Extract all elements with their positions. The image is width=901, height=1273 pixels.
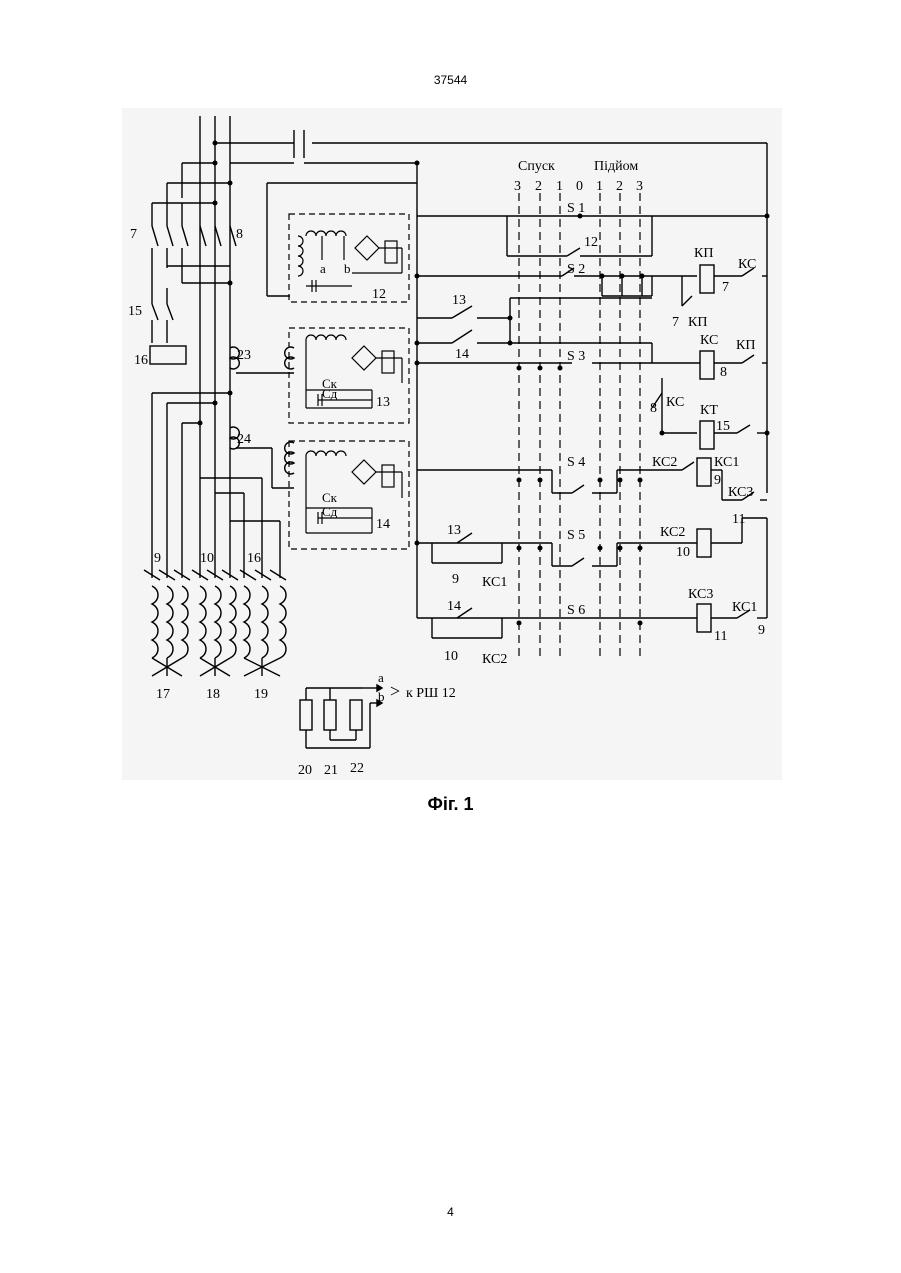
- regulator-part: Сд: [322, 504, 338, 519]
- position-label: 1: [596, 179, 603, 194]
- relay-label: 7: [672, 315, 679, 330]
- left-label: 24: [237, 432, 251, 447]
- contact-label: КС1: [482, 575, 507, 590]
- relay-label: КС: [700, 333, 718, 348]
- switch-label: S 4: [567, 455, 585, 470]
- contact-label: 9: [452, 572, 459, 587]
- left-label: 7: [130, 227, 137, 242]
- relay-label: 11: [732, 512, 745, 527]
- relay-label: 9: [714, 473, 721, 488]
- relay-label: 15: [716, 419, 730, 434]
- relay-label: КС3: [688, 587, 713, 602]
- position-label: 3: [636, 179, 643, 194]
- regulator-label: 14: [376, 517, 390, 532]
- left-label: 15: [128, 304, 142, 319]
- position-label: 2: [616, 179, 623, 194]
- position-label: 1: [556, 179, 563, 194]
- relay-label: 8: [720, 365, 727, 380]
- contact-label: 12: [584, 235, 598, 250]
- relay-label: КТ: [700, 403, 718, 418]
- brace-mark: >: [390, 681, 400, 701]
- resistor-out-a: a: [378, 670, 384, 685]
- regulator-part: Ск: [322, 490, 338, 505]
- motor-label: 18: [206, 687, 220, 702]
- contact-label: 13: [452, 293, 466, 308]
- circuit-schematic: Спуск Підйом 3 2 1 0 1 2 3 S 1 S 2 S 3 S…: [122, 108, 782, 780]
- position-label: 3: [514, 179, 521, 194]
- relay-label: 8: [650, 401, 657, 416]
- relay-label: КС3: [728, 485, 753, 500]
- switch-label: S 2: [567, 262, 585, 277]
- page-number: 4: [0, 1205, 901, 1219]
- regulator-label: 12: [372, 287, 386, 302]
- relay-label: КС2: [660, 525, 685, 540]
- resistor-out-b: b: [378, 689, 385, 704]
- relay-label: 10: [676, 545, 690, 560]
- regulator-part: b: [344, 261, 351, 276]
- relay-label: КС: [738, 257, 756, 272]
- resistor-label: 21: [324, 763, 338, 778]
- label-down: Спуск: [518, 159, 555, 174]
- relay-label: 11: [714, 629, 727, 644]
- relay-label: 9: [758, 623, 765, 638]
- regulator-part: a: [320, 261, 326, 276]
- regulator-part: Сд: [322, 386, 338, 401]
- relay-label: КП: [736, 338, 755, 353]
- document-number: 37544: [0, 73, 901, 87]
- left-label: 9: [154, 551, 161, 566]
- left-label: 23: [237, 348, 251, 363]
- resistor-target: к РШ 12: [406, 686, 456, 701]
- figure-caption: Фіг. 1: [0, 794, 901, 815]
- relay-label: КС2: [652, 455, 677, 470]
- switch-label: S 6: [567, 603, 585, 618]
- motor-label: 17: [156, 687, 170, 702]
- left-label: 16: [134, 353, 148, 368]
- position-label: 0: [576, 179, 583, 194]
- label-up: Підйом: [594, 159, 638, 174]
- relay-label: КС1: [714, 455, 739, 470]
- switch-label: S 3: [567, 349, 585, 364]
- left-label: 8: [236, 227, 243, 242]
- contact-label: 13: [447, 523, 461, 538]
- scan-background: [122, 108, 782, 780]
- position-label: 2: [535, 179, 542, 194]
- switch-label: S 5: [567, 528, 585, 543]
- switch-label: S 1: [567, 201, 585, 216]
- left-label: 16: [247, 551, 261, 566]
- contact-label: 14: [447, 599, 461, 614]
- relay-label: КП: [694, 246, 713, 261]
- contact-label: 14: [455, 347, 469, 362]
- relay-label: КС: [666, 395, 684, 410]
- relay-label: 7: [722, 280, 729, 295]
- contact-label: 10: [444, 649, 458, 664]
- contact-label: КС2: [482, 652, 507, 667]
- resistor-label: 22: [350, 761, 364, 776]
- resistor-label: 20: [298, 763, 312, 778]
- relay-label: КП: [688, 315, 707, 330]
- relay-label: КС1: [732, 600, 757, 615]
- motor-label: 19: [254, 687, 268, 702]
- left-label: 10: [200, 551, 214, 566]
- regulator-label: 13: [376, 395, 390, 410]
